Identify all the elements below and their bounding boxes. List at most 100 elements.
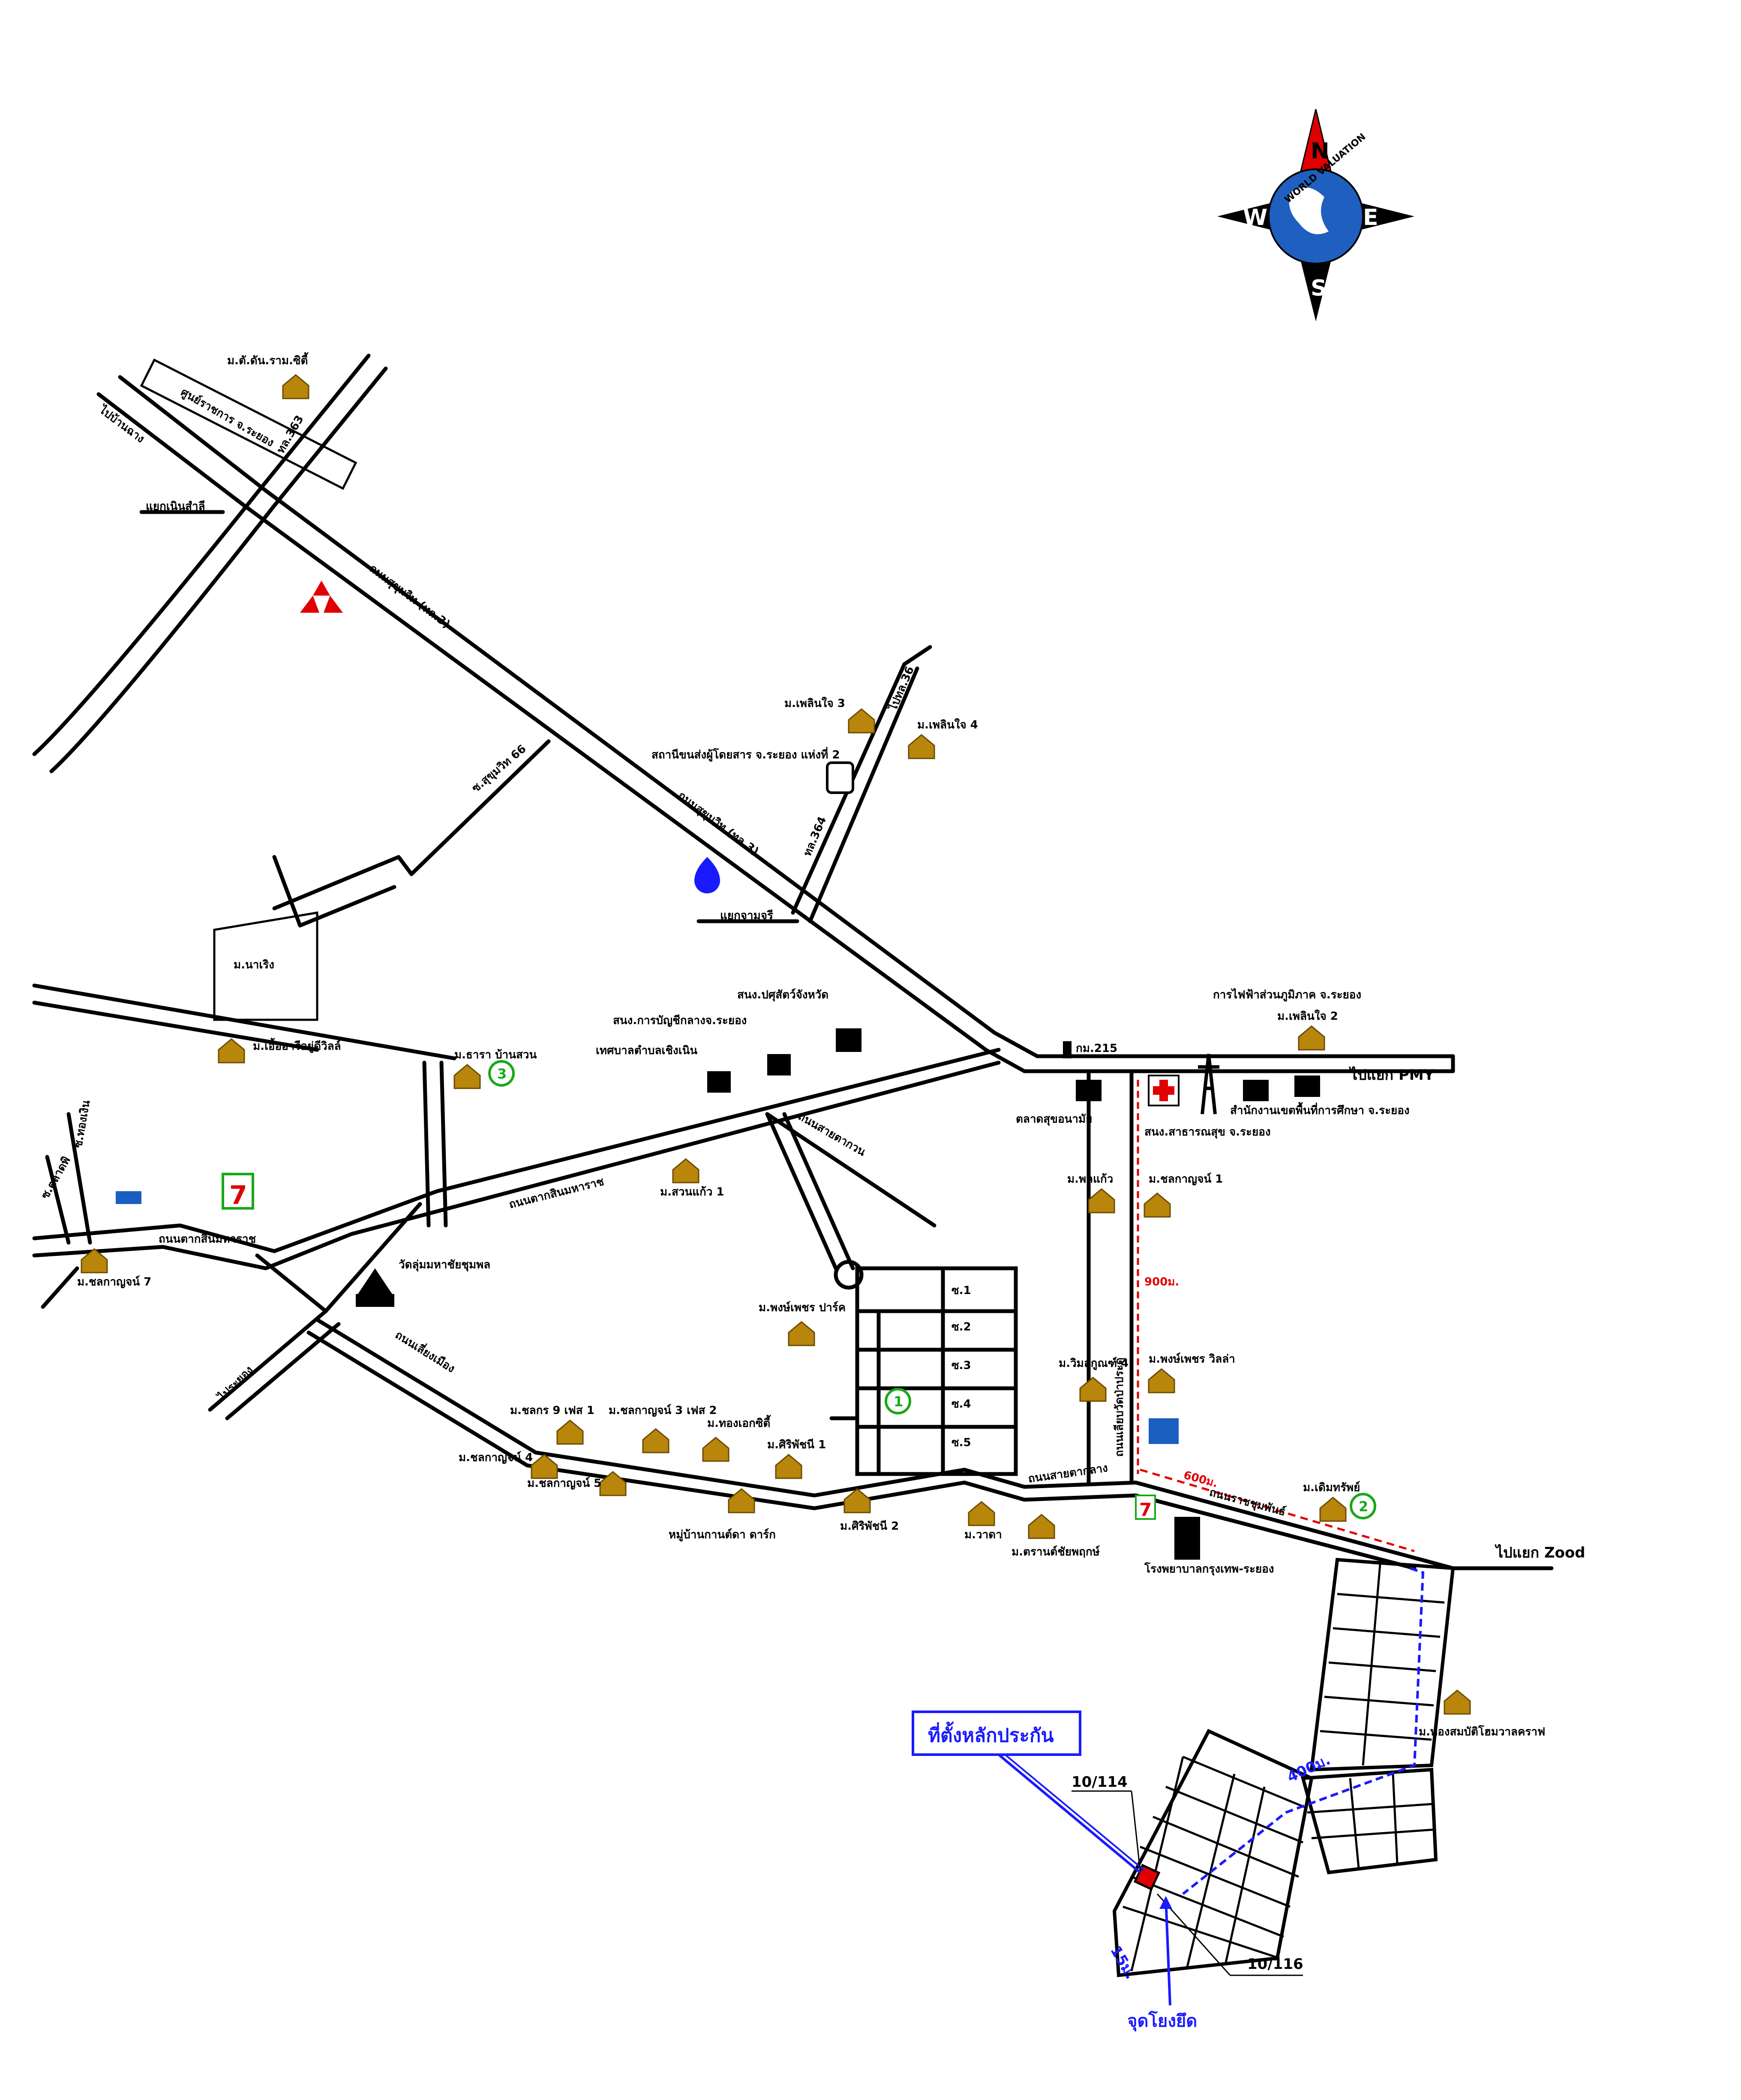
svg-text:7: 7 xyxy=(1139,1499,1152,1520)
house-icon xyxy=(1144,1192,1171,1218)
temple-icon xyxy=(356,1268,394,1307)
place-label: ศูนย์ราชการ จ.ระยอง xyxy=(178,385,276,450)
office-building-icon xyxy=(836,1028,861,1052)
place-label: การไฟฟ้าส่วนภูมิภาค จ.ระยอง xyxy=(1213,988,1361,1002)
roads xyxy=(32,353,1554,1570)
house-icon xyxy=(642,1428,669,1453)
place-label: หมู่บ้านกานต์ดา ดาร์ก xyxy=(669,1528,776,1542)
site-parcel xyxy=(1133,1863,1161,1891)
house-icons xyxy=(81,374,1471,1715)
marker-1: 1 xyxy=(894,1393,903,1410)
office-building-icon xyxy=(767,1054,791,1075)
house-icon xyxy=(531,1454,558,1479)
place-label: ม.ชลกาญจน์ 7 xyxy=(77,1275,151,1288)
place-label: ม.สวนแก้ว 1 xyxy=(660,1186,724,1198)
house-icon xyxy=(1088,1188,1115,1213)
lotus-store-icon xyxy=(116,1191,141,1204)
house-icon xyxy=(843,1488,871,1513)
house-icon xyxy=(1319,1497,1347,1522)
place-label: เทศบาลตำบลเชิงเนิน xyxy=(596,1044,697,1057)
label-to-pmy: ไปแยก PMY xyxy=(1349,1066,1435,1084)
power-tower-icon xyxy=(1198,1054,1219,1114)
site-callout: ที่ตั้งหลักประกัน 10/114 10/116 จุดโยงยึ… xyxy=(912,1711,1303,2032)
parcel-b-label: 10/116 xyxy=(1247,1956,1303,1973)
grid-soi-labels: ซ.1 ซ.2 ซ.3 ซ.4 ซ.5 xyxy=(952,1284,971,1449)
label-sukhumvit-1: ถนนสุขุมวิท (ทล.3) xyxy=(366,562,452,632)
office-building-icon xyxy=(707,1071,731,1093)
house-icon xyxy=(1444,1690,1471,1715)
label-road-d: ถนนเลี่ยงเมือง xyxy=(393,1327,458,1375)
grid-lower-right xyxy=(1112,1558,1455,1977)
house-icon xyxy=(218,1038,245,1063)
parcel-a-label: 10/114 xyxy=(1072,1773,1128,1791)
label-road-g: ถนนเลียบวัดป่าประดู่ xyxy=(1113,1357,1126,1457)
place-label: ม.ชลกาญจน์ 3 เฟส 2 xyxy=(609,1404,717,1417)
label-road-e: ถนนสายตากลาง xyxy=(1027,1462,1109,1486)
marker-2: 2 xyxy=(1359,1498,1368,1515)
distance-900: 900ม. xyxy=(1144,1276,1179,1288)
place-label: ม.ชลกาญจน์ 5 xyxy=(527,1477,601,1490)
house-icon xyxy=(282,374,309,399)
place-label: ม.เดิมทรัพย์ xyxy=(1303,1481,1360,1494)
place-label: สนง.ปศุสัตว์จังหวัด xyxy=(737,988,828,1002)
office-building-icon xyxy=(1243,1080,1269,1101)
red-cross-icon xyxy=(1148,1075,1180,1106)
house-icon xyxy=(908,734,935,759)
place-label: ม.เอื้ออารีอยู่ดีวิลล์ xyxy=(253,1037,341,1053)
site-title: ที่ตั้งหลักประกัน xyxy=(928,1721,1054,1747)
label-junction-2: แยกจามจุรี xyxy=(720,909,773,923)
place-label: ม.เพลินใจ 3 xyxy=(784,697,845,710)
compass-w: W xyxy=(1243,205,1267,231)
label-road-c: ถนนสายตากวน xyxy=(796,1110,868,1159)
place-label: ม.พงษ์เพชร ปาร์ค xyxy=(759,1301,846,1314)
label-to-zood: ไปแยก Zood xyxy=(1495,1544,1585,1561)
house-icon xyxy=(599,1471,627,1496)
label-road-b: ถนนตากสินมหาราช xyxy=(159,1233,256,1246)
label-km: กม.215 xyxy=(1076,1042,1117,1055)
grid-middle xyxy=(829,1266,1018,1476)
place-label: ม.ทองสมบัติโฮมวาลคราฟ xyxy=(1419,1725,1545,1738)
gas-station-icon xyxy=(694,857,720,893)
office-building-icon xyxy=(1076,1080,1102,1101)
place-label: ม.นาเริง xyxy=(234,959,274,971)
house-icon xyxy=(788,1321,815,1346)
place-label: สำนักงานเขตพื้นที่การศึกษา จ.ระยอง xyxy=(1230,1102,1410,1117)
road-labels: ถนนสุขุมวิท (ทล.3) ถนนสุขุมวิท (ทล.3) ไป… xyxy=(39,402,1585,1561)
place-label: สนง.การบัญชีกลางจ.ระยอง xyxy=(613,1014,747,1027)
house-icon xyxy=(1298,1025,1325,1051)
place-label: ม.ศิริพัชนี 2 xyxy=(840,1520,899,1533)
house-icon xyxy=(1028,1514,1055,1539)
house-icon xyxy=(848,708,875,734)
place-label: ม.ชลกาญจน์ 1 xyxy=(1149,1172,1223,1186)
place-label: ม.เพลินใจ 4 xyxy=(917,718,978,731)
place-label: ม.วิมลกูณฑ์ 4 xyxy=(1059,1357,1129,1370)
place-label: วัดลุ่มมหาชัยชุมพล xyxy=(399,1258,490,1272)
label-soi-2: ซ.ทองเงิน xyxy=(72,1099,93,1149)
compass-s: S xyxy=(1311,276,1327,301)
place-label: ม.ทองเอกซิตี้ xyxy=(707,1414,771,1430)
place-label: ม.ตั.ดัน.ราม.ซิตี้ xyxy=(227,352,309,367)
compass-e: E xyxy=(1363,205,1378,231)
seven-eleven-icon-2: 7 xyxy=(1135,1495,1156,1520)
place-label: ม.ชลกร 9 เฟส 1 xyxy=(510,1404,594,1417)
house-icon xyxy=(81,1248,108,1273)
hospital-building-icon xyxy=(1174,1517,1200,1560)
place-label: โรงพยาบาลกรุงเทพ-ระยอง xyxy=(1144,1562,1274,1576)
place-label: ม.ธารา บ้านสวน xyxy=(454,1049,537,1061)
survey-point-label: จุดโยงยึด xyxy=(1127,2011,1197,2032)
lotus-store-icon xyxy=(1149,1418,1179,1444)
place-label: ม.พงษ์เพชร วิลล่า xyxy=(1149,1352,1235,1366)
soi-number: ซ.1 xyxy=(952,1284,971,1297)
mitsubishi-logo xyxy=(300,581,343,613)
place-label: ม.พลแก้ว xyxy=(1067,1173,1113,1186)
compass: N S W E WORLD VALUATION xyxy=(1217,109,1414,321)
house-icon xyxy=(1148,1368,1175,1393)
monument-icon xyxy=(1063,1041,1072,1058)
site-title-box xyxy=(912,1711,1081,1756)
place-label: ม.ชลกาญจน์ 4 xyxy=(459,1451,533,1464)
house-icon xyxy=(702,1437,729,1462)
place-labels: ม.ตั.ดัน.ราม.ซิตี้ ศูนย์ราชการ จ.ระยอง ม… xyxy=(77,352,1545,1738)
label-route-364: ทล.364 xyxy=(801,815,829,858)
place-label: ม.เพลินใจ 2 xyxy=(1277,1010,1338,1023)
